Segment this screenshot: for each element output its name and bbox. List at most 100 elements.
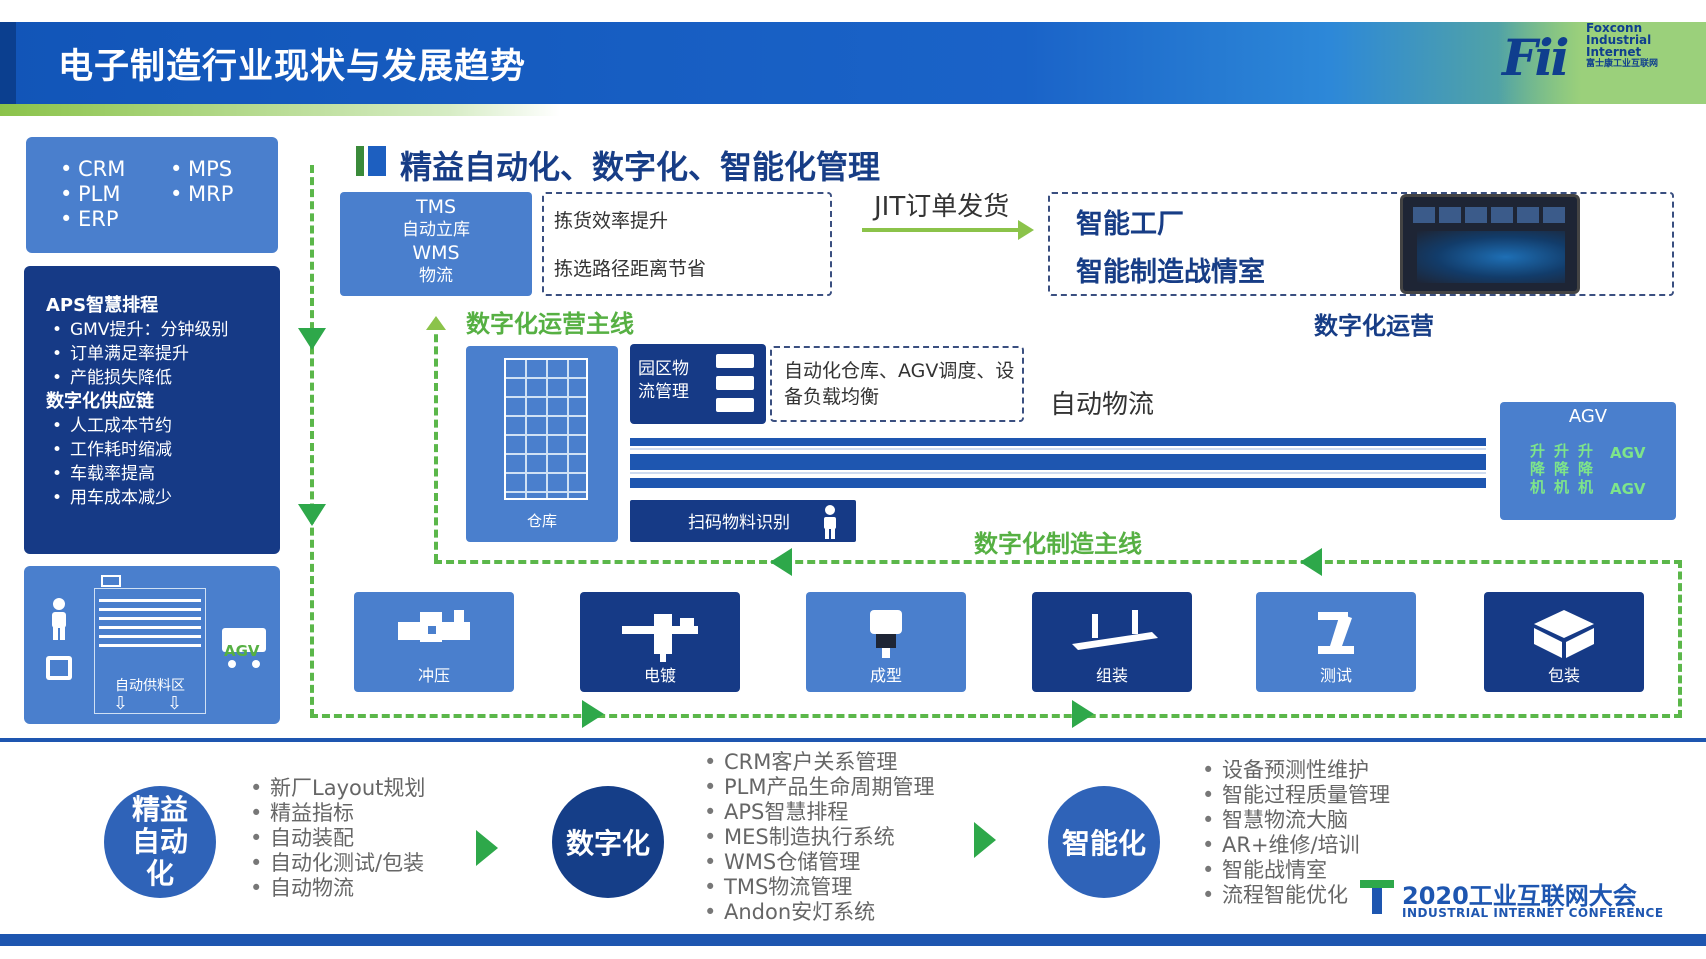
aps-item: 订单满足率提升 bbox=[46, 342, 228, 366]
supply-item: 车载率提高 bbox=[46, 462, 228, 486]
supply-item: 人工成本节约 bbox=[46, 414, 228, 438]
header-green-stripe bbox=[0, 104, 560, 116]
auto-warehouse-box: 自动化仓库、AGV调度、设备负载均衡 bbox=[770, 346, 1024, 422]
stage-item: 流程智能优化 bbox=[1196, 883, 1390, 908]
stage-digital-circle: 数字化 bbox=[552, 786, 664, 898]
shelf-rack bbox=[99, 599, 201, 647]
process-label: 成型 bbox=[869, 666, 902, 685]
supply-area-label: 自动供料区 bbox=[115, 678, 185, 694]
process-packaging: 包装 bbox=[1484, 592, 1644, 692]
stage-digital-label: 数字化 bbox=[565, 827, 650, 860]
screen-header bbox=[1413, 207, 1569, 223]
tms-line: WMS bbox=[412, 242, 460, 264]
jit-arrow-head bbox=[1018, 220, 1034, 240]
stage-digital-list: CRM客户关系管理 PLM产品生命周期管理 APS智慧排程 MES制造执行系统 … bbox=[698, 750, 934, 925]
logo-background bbox=[1498, 22, 1706, 104]
system-item: CRM bbox=[56, 157, 125, 182]
shelf-top bbox=[101, 575, 121, 587]
robot-arm-icon bbox=[1318, 612, 1354, 654]
systems-box: CRM PLM ERP MPS MRP bbox=[26, 137, 278, 253]
stamping-icon bbox=[398, 610, 470, 642]
supply-area-box: 自动供料区 ⇩ ⇩ AGV bbox=[24, 566, 280, 724]
auto-warehouse-text: 自动化仓库、AGV调度、设备负载均衡 bbox=[784, 360, 1015, 408]
process-plating: 电镀 bbox=[580, 592, 740, 692]
smart-factory-box: 智能工厂 智能制造战情室 bbox=[1048, 192, 1674, 296]
logo-line-cn: 富士康工业互联网 bbox=[1586, 59, 1659, 69]
right-arrow bbox=[1072, 700, 1094, 728]
logo-line-1: Foxconn bbox=[1586, 21, 1643, 35]
down-arrow bbox=[298, 504, 326, 526]
left-arrow bbox=[1300, 548, 1322, 576]
worker-icon bbox=[46, 598, 72, 680]
picking-text-2: 拣选路径距离节省 bbox=[554, 258, 707, 280]
process-testing: 测试 bbox=[1256, 592, 1416, 692]
logo-line-3: Internet bbox=[1586, 45, 1642, 59]
system-item: ERP bbox=[56, 207, 125, 232]
header-accent bbox=[0, 22, 16, 104]
smart-factory-label: 智能工厂 bbox=[1076, 209, 1184, 240]
conveyor-belt bbox=[630, 438, 1486, 488]
agv-wheel bbox=[252, 660, 260, 668]
molding-icon bbox=[870, 610, 902, 658]
agv-label: AGV bbox=[224, 642, 260, 660]
warehouse-rack-icon bbox=[504, 358, 588, 500]
system-item: PLM bbox=[56, 182, 125, 207]
supply-item: 工作耗时缩减 bbox=[46, 438, 228, 462]
supply-item: 用车成本减少 bbox=[46, 486, 228, 510]
agv-icon bbox=[222, 628, 266, 652]
bottom-divider bbox=[0, 738, 1706, 742]
agv-box: AGV 升降机 升降机 升降机 AGV AGV bbox=[1500, 402, 1676, 520]
stage-smart-list: 设备预测性维护 智能过程质量管理 智慧物流大脑 AR+维修/培训 智能战情室 流… bbox=[1196, 758, 1390, 908]
stage-item: CRM客户关系管理 bbox=[698, 750, 934, 775]
stage-item: APS智慧排程 bbox=[698, 800, 934, 825]
stage-lean-label: 精益自动化 bbox=[131, 793, 188, 890]
lift-label: 升降机 bbox=[1578, 442, 1594, 496]
foxconn-logo-text: Foxconn Industrial Internet 富士康工业互联网 bbox=[1586, 22, 1658, 70]
header-bar bbox=[0, 22, 1706, 104]
stage-item: PLM产品生命周期管理 bbox=[698, 775, 934, 800]
aps-title: APS智慧排程 bbox=[46, 295, 159, 316]
conference-logo-en: INDUSTRIAL INTERNET CONFERENCE bbox=[1402, 906, 1664, 920]
agv-wheel bbox=[228, 660, 236, 668]
process-label: 测试 bbox=[1319, 666, 1352, 685]
stage-arrow bbox=[476, 830, 498, 866]
picking-text-1: 拣货效率提升 bbox=[554, 210, 669, 232]
box-icon bbox=[1534, 610, 1594, 658]
left-dashed-line bbox=[310, 165, 314, 717]
lift-label: 升降机 bbox=[1530, 442, 1546, 496]
supply-chain-title: 数字化供应链 bbox=[46, 391, 154, 412]
section-mark bbox=[356, 146, 364, 176]
aps-item: GMV提升：分钟级别 bbox=[46, 318, 228, 342]
agv-title: AGV bbox=[1568, 406, 1608, 427]
picking-box: 拣货效率提升 拣选路径距离节省 bbox=[542, 192, 832, 296]
down-arrow bbox=[298, 328, 326, 350]
tms-box: TMS 自动立库 WMS 物流 bbox=[340, 192, 532, 296]
agv-small-label: AGV bbox=[1610, 480, 1646, 498]
footer-bar bbox=[0, 934, 1706, 946]
stage-item: 智能战情室 bbox=[1196, 858, 1390, 883]
system-item: MRP bbox=[166, 182, 233, 207]
page-title: 电子制造行业现状与发展趋势 bbox=[58, 47, 527, 87]
process-label: 冲压 bbox=[417, 666, 450, 685]
fii-logo: Fii bbox=[1502, 28, 1569, 87]
process-label: 组装 bbox=[1095, 666, 1128, 685]
park-logistics-label: 园区物流管理 bbox=[638, 359, 689, 402]
war-room-label: 智能制造战情室 bbox=[1076, 257, 1265, 288]
stage-smart-label: 智能化 bbox=[1061, 827, 1146, 860]
down-arrow-icon: ⇩ bbox=[113, 693, 129, 714]
park-logistics-box: 园区物流管理 bbox=[630, 344, 766, 424]
stage-item: 自动装配 bbox=[244, 826, 425, 851]
logo-line-2: Industrial bbox=[1586, 33, 1652, 47]
stage-item: AR+维修/培训 bbox=[1196, 833, 1390, 858]
stage-item: MES制造执行系统 bbox=[698, 825, 934, 850]
supply-chain-list: 人工成本节约 工作耗时缩减 车载率提高 用车成本减少 bbox=[46, 414, 228, 510]
auto-logistics-label: 自动物流 bbox=[1050, 390, 1155, 420]
aps-box: APS智慧排程 GMV提升：分钟级别 订单满足率提升 产能损失降低 数字化供应链… bbox=[24, 266, 280, 554]
stage-item: TMS物流管理 bbox=[698, 875, 934, 900]
tms-line: TMS bbox=[415, 196, 457, 218]
truck-icon bbox=[716, 398, 754, 412]
conference-logo-cn: 2020工业互联网大会 bbox=[1402, 882, 1637, 910]
stage-lean-list: 新厂Layout规划 精益指标 自动装配 自动化测试/包装 自动物流 bbox=[244, 776, 425, 901]
plating-icon bbox=[622, 614, 698, 662]
mfg-loop-bottom bbox=[310, 714, 1682, 718]
